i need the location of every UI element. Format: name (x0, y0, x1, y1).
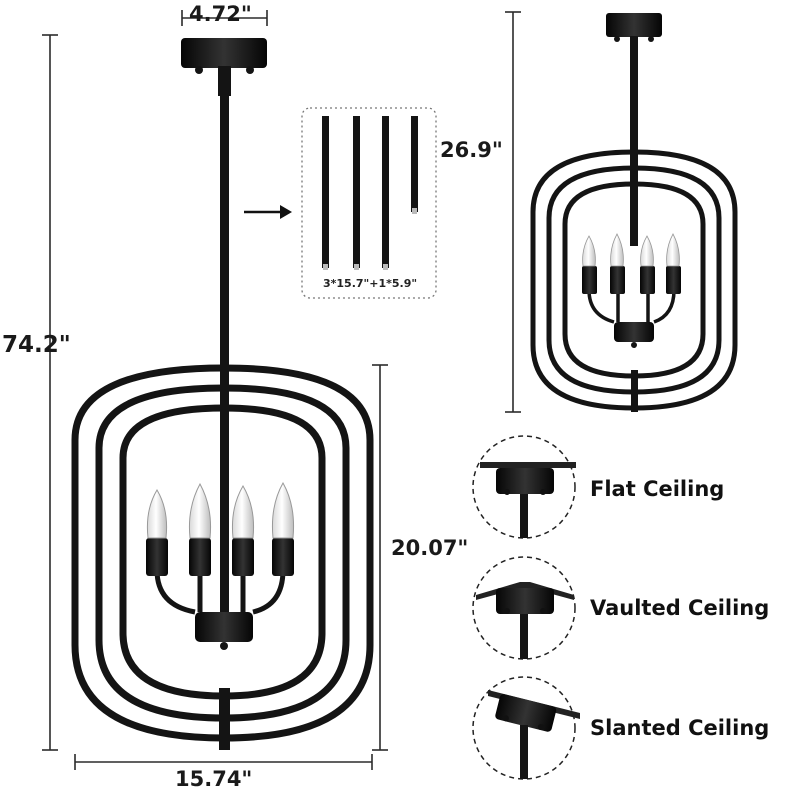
flat-ceiling-label: Flat Ceiling (590, 477, 725, 501)
slanted-ceiling-icon (472, 676, 580, 780)
canopy-width-label: 4.72" (189, 2, 252, 26)
rods-label: 3*15.7"+1*5.9" (323, 277, 418, 290)
dimension-lines (42, 10, 521, 770)
total-height-label: 74.2" (2, 332, 71, 358)
small-chandelier (530, 13, 738, 412)
vaulted-ceiling-label: Vaulted Ceiling (590, 596, 770, 620)
vaulted-ceiling-icon (472, 556, 576, 660)
flat-ceiling-icon (472, 435, 576, 539)
min-height-label: 26.9" (440, 138, 503, 162)
main-chandelier (71, 38, 374, 750)
slanted-ceiling-label: Slanted Ceiling (590, 716, 770, 740)
body-height-label: 20.07" (391, 536, 469, 560)
extension-rods-box (301, 107, 437, 299)
body-width-label: 15.74" (175, 767, 253, 791)
arrow-right-icon (244, 205, 292, 219)
